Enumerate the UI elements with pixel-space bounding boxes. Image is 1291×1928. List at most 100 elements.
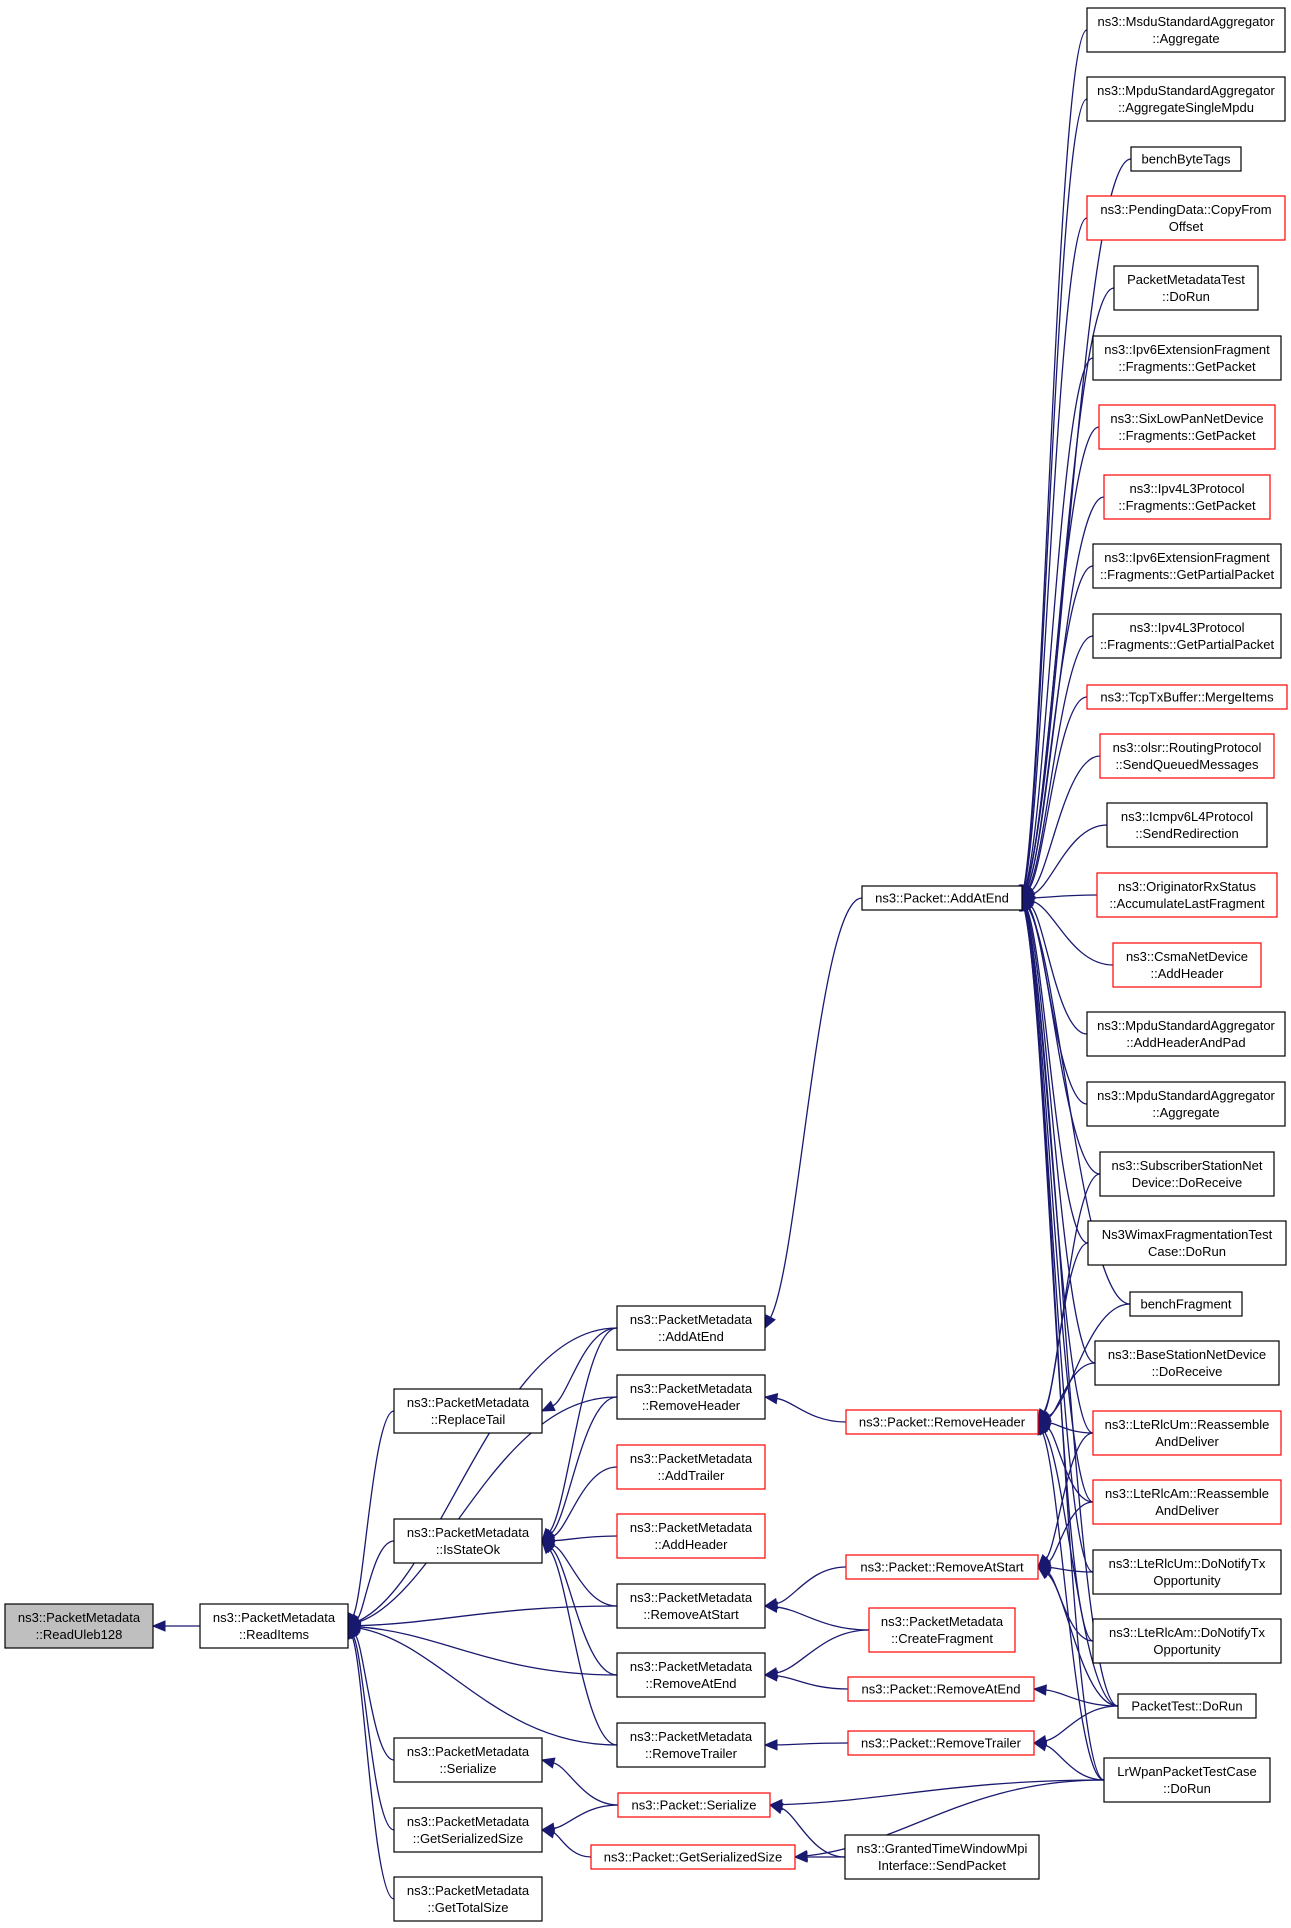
node-label: LrWpanPacketTestCase — [1117, 1764, 1256, 1779]
node-label: ns3::Ipv6ExtensionFragment — [1104, 342, 1270, 357]
node-box — [1086, 7, 1286, 53]
node-box — [861, 885, 1023, 911]
edge-line — [1045, 1745, 1105, 1781]
node-label: ns3::MsduStandardAggregator — [1097, 14, 1275, 29]
edge-pm-getsersize-to-readitems — [347, 1624, 395, 1831]
node-label: ::DoReceive — [1152, 1364, 1223, 1379]
node-grantedtw[interactable]: ns3::GrantedTimeWindowMpiInterface::Send… — [844, 1834, 1040, 1880]
node-pm-removeatstart[interactable]: ns3::PacketMetadata::RemoveAtStart — [616, 1583, 766, 1629]
node-label: ::AddAtEnd — [658, 1329, 724, 1344]
node-lrwpan[interactable]: LrWpanPacketTestCase::DoRun — [1103, 1757, 1271, 1803]
node-p-getsersize[interactable]: ns3::Packet::GetSerializedSize — [590, 1844, 796, 1870]
edge-line — [552, 1327, 618, 1407]
node-p-serialize[interactable]: ns3::Packet::Serialize — [617, 1792, 771, 1818]
node-box — [616, 1374, 766, 1420]
node-icmpv6[interactable]: ns3::Icmpv6L4Protocol::SendRedirection — [1106, 802, 1268, 848]
node-mpdu-addhdrpad[interactable]: ns3::MpduStandardAggregator::AddHeaderAn… — [1086, 1011, 1286, 1057]
node-box — [199, 1603, 349, 1649]
node-pm-addtrailer[interactable]: ns3::PacketMetadata::AddTrailer — [616, 1444, 766, 1490]
edge-line — [770, 897, 863, 1318]
node-label: ::Fragments::GetPartialPacket — [1100, 567, 1275, 582]
edge-pendingdata-to-p-addatend — [1019, 217, 1088, 900]
node-p-removetrailer[interactable]: ns3::Packet::RemoveTrailer — [847, 1730, 1035, 1756]
edge-line — [1024, 909, 1094, 1503]
node-mpdu-agg[interactable]: ns3::MpduStandardAggregator::Aggregate — [1086, 1081, 1286, 1127]
node-pmtest[interactable]: PacketMetadataTest::DoRun — [1113, 265, 1259, 311]
node-p-addatend[interactable]: ns3::Packet::AddAtEnd — [861, 885, 1023, 911]
edge-line — [553, 1762, 619, 1806]
node-label: ns3::LteRlcUm::Reassemble — [1105, 1417, 1270, 1432]
node-pm-serialize[interactable]: ns3::PacketMetadata::Serialize — [393, 1737, 543, 1783]
node-ipv6ext-getpacket[interactable]: ns3::Ipv6ExtensionFragment::Fragments::G… — [1092, 335, 1282, 381]
node-readitems[interactable]: ns3::PacketMetadata::ReadItems — [199, 1603, 349, 1649]
node-ipv4l3-getpacket[interactable]: ns3::Ipv4L3Protocol::Fragments::GetPacke… — [1103, 474, 1271, 520]
node-pm-addatend[interactable]: ns3::PacketMetadata::AddAtEnd — [616, 1305, 766, 1351]
node-box — [1092, 1479, 1282, 1525]
edge-p-serialize-to-pm-serialize — [540, 1757, 619, 1806]
node-box — [1092, 613, 1282, 659]
edge-lrwpan-to-p-removetrailer — [1032, 1740, 1105, 1781]
node-label: ns3::PacketMetadata — [213, 1610, 336, 1625]
node-label: ns3::OriginatorRxStatus — [1118, 879, 1257, 894]
edge-line — [1028, 696, 1088, 889]
node-label: Ns3WimaxFragmentationTest — [1102, 1227, 1273, 1242]
edge-line — [776, 1566, 847, 1605]
node-p-removeheader[interactable]: ns3::Packet::RemoveHeader — [845, 1409, 1039, 1435]
edge-line — [1032, 824, 1108, 895]
node-label: ns3::PacketMetadata — [630, 1659, 753, 1674]
node-label: Offset — [1169, 219, 1204, 234]
node-sixlowpan[interactable]: ns3::SixLowPanNetDevice::Fragments::GetP… — [1098, 404, 1276, 450]
node-benchfragment[interactable]: benchFragment — [1129, 1291, 1243, 1317]
node-label: ::RemoveAtEnd — [645, 1676, 736, 1691]
node-pm-removetrailer[interactable]: ns3::PacketMetadata::RemoveTrailer — [616, 1722, 766, 1768]
node-box — [617, 1792, 771, 1818]
edge-p-removetrailer-to-pm-removetrailer — [763, 1739, 849, 1751]
node-mpdu-aggsingle[interactable]: ns3::MpduStandardAggregator::AggregateSi… — [1086, 76, 1286, 122]
node-replacetail[interactable]: ns3::PacketMetadata::ReplaceTail — [393, 1388, 543, 1434]
node-label: PacketTest::DoRun — [1131, 1699, 1242, 1714]
node-benchbytetags[interactable]: benchByteTags — [1130, 146, 1242, 172]
node-p-removeatstart[interactable]: ns3::Packet::RemoveAtStart — [845, 1554, 1039, 1580]
node-isstateok[interactable]: ns3::PacketMetadata::IsStateOk — [393, 1518, 543, 1564]
node-readuleb[interactable]: ns3::PacketMetadata::ReadUleb128 — [4, 1603, 154, 1649]
node-originatorrx[interactable]: ns3::OriginatorRxStatus::AccumulateLastF… — [1096, 872, 1278, 918]
node-label: AndDeliver — [1155, 1503, 1219, 1518]
node-box — [1099, 733, 1275, 779]
call-edges — [151, 29, 1132, 1900]
node-pm-removeheader[interactable]: ns3::PacketMetadata::RemoveHeader — [616, 1374, 766, 1420]
node-pm-gettotalsize[interactable]: ns3::PacketMetadata::GetTotalSize — [393, 1876, 543, 1922]
edge-line — [776, 1397, 847, 1423]
node-tcptxbuffer[interactable]: ns3::TcpTxBuffer::MergeItems — [1086, 684, 1288, 710]
node-packettest[interactable]: PacketTest::DoRun — [1117, 1693, 1257, 1719]
node-pm-removeatend[interactable]: ns3::PacketMetadata::RemoveAtEnd — [616, 1652, 766, 1698]
node-box — [1092, 1618, 1282, 1664]
node-pm-createfragment[interactable]: ns3::PacketMetadata::CreateFragment — [868, 1607, 1016, 1653]
node-label: ns3::BaseStationNetDevice — [1108, 1347, 1266, 1362]
node-olsr[interactable]: ns3::olsr::RoutingProtocol::SendQueuedMe… — [1099, 733, 1275, 779]
node-label: ::IsStateOk — [436, 1542, 501, 1557]
node-p-removeatend[interactable]: ns3::Packet::RemoveAtEnd — [847, 1676, 1035, 1702]
node-ipv4l3-getpartial[interactable]: ns3::Ipv4L3Protocol::Fragments::GetParti… — [1092, 613, 1282, 659]
node-label: ::DoRun — [1163, 1781, 1211, 1796]
node-pm-getsersize[interactable]: ns3::PacketMetadata::GetSerializedSize — [393, 1807, 543, 1853]
arrowhead-icon — [763, 1392, 779, 1405]
edge-line — [1048, 1362, 1096, 1418]
node-box — [393, 1518, 543, 1564]
node-csma[interactable]: ns3::CsmaNetDevice::AddHeader — [1112, 942, 1262, 988]
node-pm-addheader[interactable]: ns3::PacketMetadata::AddHeader — [616, 1513, 766, 1559]
arrowhead-icon — [1032, 1684, 1047, 1696]
edge-line — [552, 1544, 618, 1607]
node-box — [1092, 1410, 1282, 1456]
node-ipv6ext-getpartial[interactable]: ns3::Ipv6ExtensionFragment::Fragments::G… — [1092, 543, 1282, 589]
node-msdu-agg[interactable]: ns3::MsduStandardAggregator::Aggregate — [1086, 7, 1286, 53]
node-basestation[interactable]: ns3::BaseStationNetDevice::DoReceive — [1094, 1340, 1280, 1386]
node-subscriber[interactable]: ns3::SubscriberStationNetDevice::DoRecei… — [1099, 1151, 1275, 1197]
arrowhead-icon — [763, 1670, 778, 1682]
